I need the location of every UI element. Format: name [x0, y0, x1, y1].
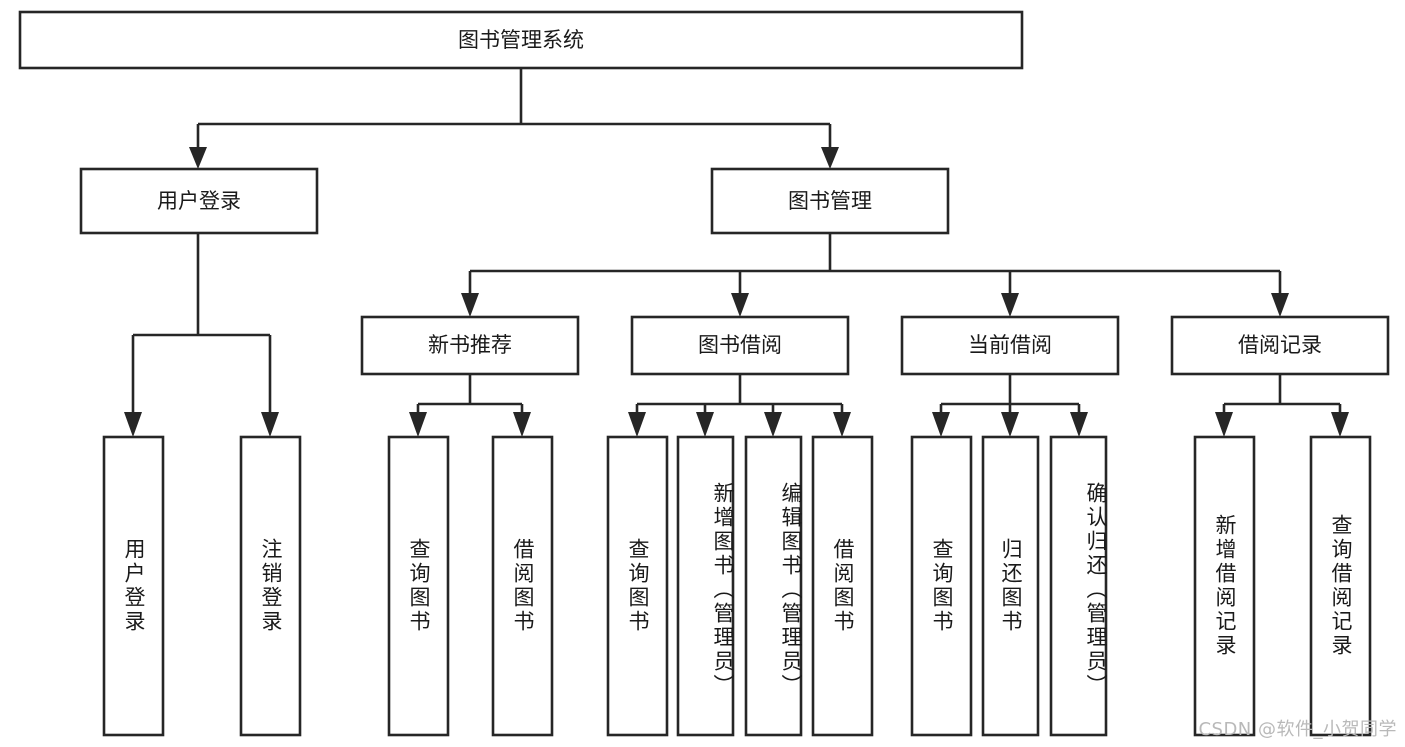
arrowhead-current-borrow — [1001, 293, 1019, 317]
node-root-label: 图书管理系统 — [458, 28, 584, 52]
arrowhead-book-borrow — [731, 293, 749, 317]
leaf-box-add-book-admin[interactable] — [676, 435, 735, 737]
arrowhead-bookborrow-leaf3 — [833, 412, 851, 437]
arrowhead-leaf-user-login — [124, 412, 142, 437]
arrowhead-new-book — [461, 293, 479, 317]
arrowhead-leaf-logout — [261, 412, 279, 437]
arrowhead-currentborrow-leaf0 — [932, 412, 950, 437]
node-borrow-record-box[interactable] — [1170, 315, 1390, 376]
leaf-box-edit-book-admin[interactable] — [744, 435, 803, 737]
leaf-box-query-book-1[interactable] — [387, 435, 450, 737]
arrowhead-newbook-leaf0 — [409, 412, 427, 437]
node-root-box[interactable] — [18, 10, 1024, 70]
arrowhead-currentborrow-leaf1 — [1001, 412, 1019, 437]
node-book-borrow-box[interactable] — [630, 315, 850, 376]
arrowhead-currentborrow-leaf2 — [1070, 412, 1088, 437]
arrowhead-borrowrecord-leaf1 — [1331, 412, 1349, 437]
leaf-box-query-book-2[interactable] — [606, 435, 669, 737]
node-user-login-box[interactable] — [79, 167, 319, 235]
leaf-box-return-book[interactable] — [981, 435, 1040, 737]
leaf-box-borrow-book-1[interactable] — [491, 435, 554, 737]
node-book-management-box[interactable] — [710, 167, 950, 235]
node-new-book-recommend-box[interactable] — [360, 315, 580, 376]
leaf-box-confirm-return-admin[interactable] — [1049, 435, 1108, 737]
node-new-book-recommend-label: 新书推荐 — [428, 333, 512, 357]
arrowhead-newbook-leaf1 — [513, 412, 531, 437]
node-user-login-label: 用户登录 — [157, 189, 241, 213]
node-book-borrow-label: 图书借阅 — [698, 333, 782, 357]
leaf-box-query-borrow-record[interactable] — [1309, 435, 1372, 737]
leaf-box-logout[interactable] — [239, 435, 302, 737]
node-current-borrow-box[interactable] — [900, 315, 1120, 376]
leaf-box-add-borrow-record[interactable] — [1193, 435, 1256, 737]
arrowhead-bookborrow-leaf0 — [628, 412, 646, 437]
node-borrow-record-label: 借阅记录 — [1238, 333, 1322, 357]
node-book-management-label: 图书管理 — [788, 189, 872, 213]
arrowhead-borrowrecord-leaf0 — [1215, 412, 1233, 437]
arrowhead-book-mgmt — [821, 147, 839, 169]
node-current-borrow-label: 当前借阅 — [968, 333, 1052, 357]
arrowhead-borrow-record — [1271, 293, 1289, 317]
leaf-box-user-login[interactable] — [102, 435, 165, 737]
csdn-watermark: CSDN @软件_小贺同学 — [1198, 719, 1397, 740]
arrowhead-user-login — [189, 147, 207, 169]
arrowhead-bookborrow-leaf2 — [764, 412, 782, 437]
arrowhead-bookborrow-leaf1 — [696, 412, 714, 437]
leaf-box-borrow-book-2[interactable] — [811, 435, 874, 737]
leaf-box-query-book-3[interactable] — [910, 435, 973, 737]
